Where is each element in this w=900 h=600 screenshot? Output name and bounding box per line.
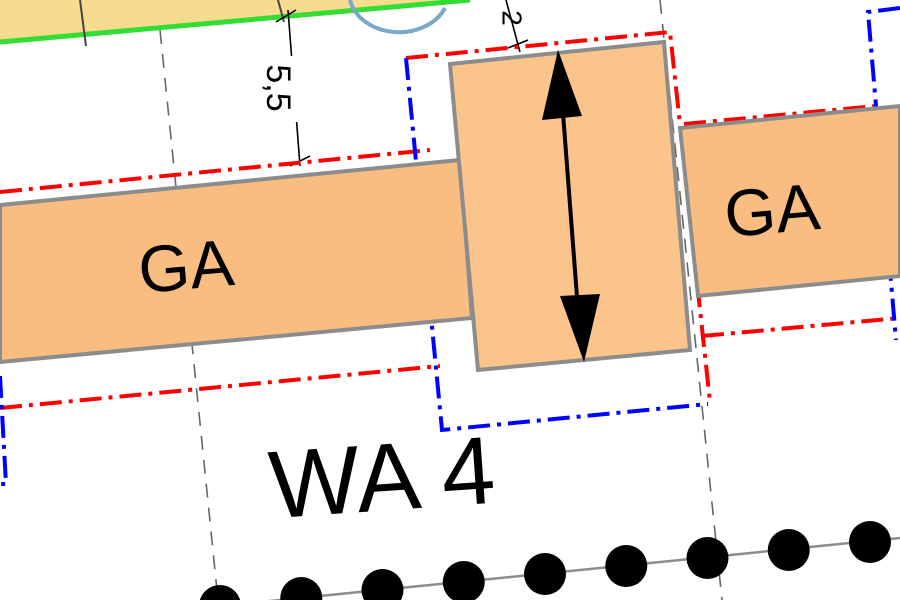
dimension-label-2: 2 — [497, 10, 528, 26]
circle-marker-icon — [348, 0, 447, 35]
red-boundary-middle — [405, 29, 712, 403]
dimension-tick — [275, 9, 297, 23]
boundary-dot — [849, 521, 891, 563]
dotted-boundary-line — [199, 521, 900, 600]
boundary-dot — [605, 545, 648, 587]
top-strip-edge — [0, 0, 471, 45]
boundary-dot — [442, 561, 485, 600]
top-strip-tick — [79, 0, 87, 47]
red-boundaries — [0, 29, 900, 410]
boundary-dot — [524, 553, 566, 595]
double-headed-arrow-icon — [542, 50, 600, 362]
red-boundary-right — [683, 104, 877, 126]
dimension-label-5-5: 5,5 — [259, 64, 297, 111]
blue-boundary-left — [0, 375, 9, 486]
dimension-label-bg — [270, 56, 310, 122]
zone-label-ga-left: GA — [135, 225, 236, 307]
boundary-dot — [280, 577, 323, 600]
red-boundary-left — [0, 148, 431, 194]
dimension-tick — [507, 39, 529, 49]
red-boundary-right-lower — [701, 316, 900, 338]
dimension-2: 2 — [497, 0, 529, 53]
boundary-dot — [361, 569, 404, 600]
garage-area-right — [677, 103, 900, 299]
zone-label-ga-right: GA — [721, 169, 822, 251]
red-boundary-left-lower — [0, 364, 441, 410]
top-strip — [0, 0, 471, 47]
garage-area-left — [0, 157, 475, 365]
boundary-dot — [199, 585, 241, 600]
boundary-dot — [767, 529, 810, 571]
dimension-5-5: 5,5 — [259, 9, 311, 167]
district-label: WA 4 — [266, 417, 499, 539]
boundary-dot — [686, 537, 729, 579]
